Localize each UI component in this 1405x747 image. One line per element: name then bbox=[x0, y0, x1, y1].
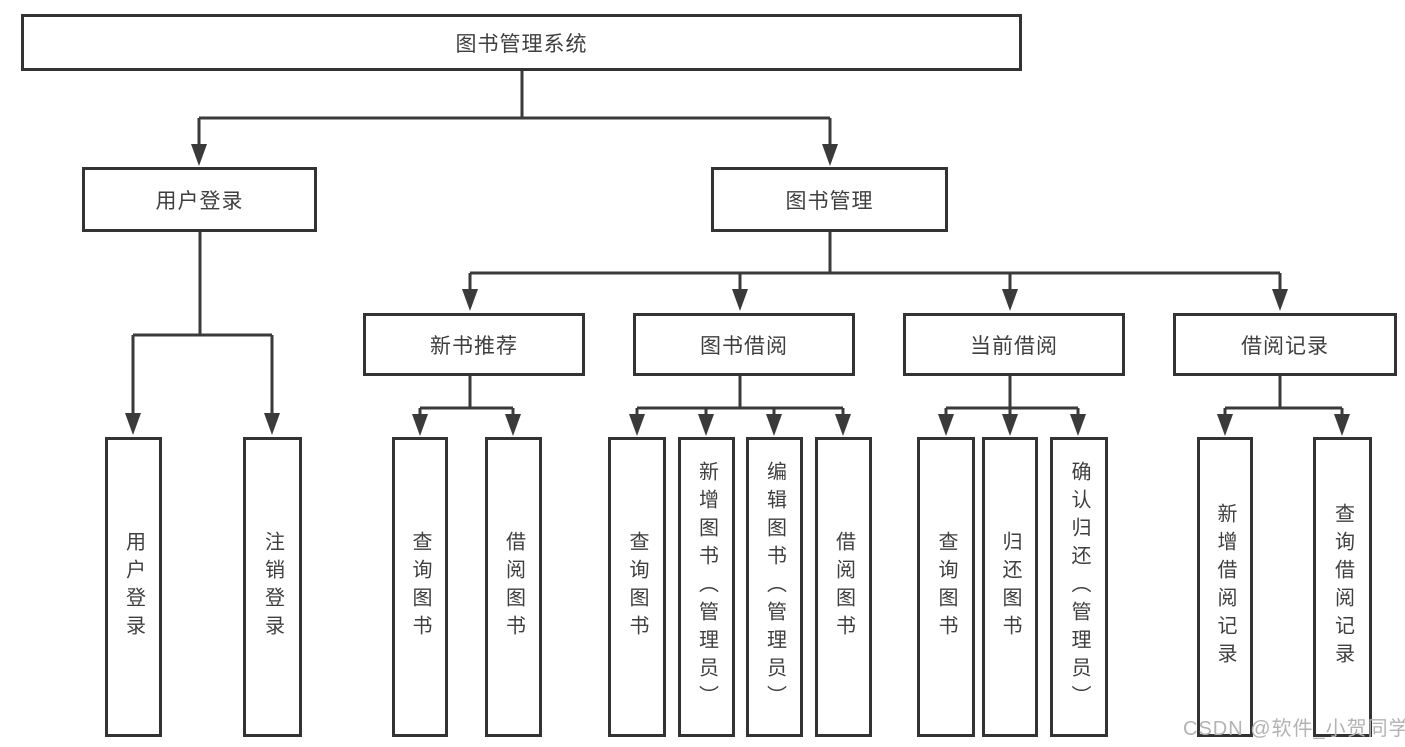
node-library-management-system: 图书管理系统 bbox=[21, 14, 1022, 71]
node-label: 用户登录 bbox=[122, 531, 145, 643]
node-label: 图书管理 bbox=[785, 189, 874, 213]
node-label: 图书管理系统 bbox=[455, 32, 588, 56]
leaf-logout: 注销登录 bbox=[243, 437, 302, 737]
node-label: 查询图书 bbox=[626, 531, 648, 643]
leaf-query-book-3: 查询图书 bbox=[917, 437, 975, 737]
node-label: 新书推荐 bbox=[430, 334, 518, 358]
node-label: 归还图书 bbox=[999, 531, 1021, 643]
node-label: 编辑图书（管理员） bbox=[763, 461, 786, 713]
node-user-login: 用户登录 bbox=[82, 167, 317, 232]
node-label: 新增图书（管理员） bbox=[695, 461, 718, 713]
node-label: 查询图书 bbox=[935, 531, 957, 643]
node-book-borrow: 图书借阅 bbox=[633, 313, 855, 376]
node-book-management: 图书管理 bbox=[711, 167, 948, 232]
node-label: 用户登录 bbox=[155, 189, 244, 213]
node-current-borrow: 当前借阅 bbox=[903, 313, 1125, 376]
leaf-borrow-book-1: 借阅图书 bbox=[485, 437, 542, 737]
node-label: 查询图书 bbox=[409, 531, 431, 643]
leaf-user-login: 用户登录 bbox=[105, 437, 162, 737]
leaf-add-borrow-record: 新增借阅记录 bbox=[1197, 437, 1253, 737]
node-label: 借阅图书 bbox=[502, 531, 525, 643]
node-label: 新增借阅记录 bbox=[1214, 503, 1236, 671]
node-label: 借阅图书 bbox=[832, 531, 855, 643]
node-new-book-recommend: 新书推荐 bbox=[363, 313, 585, 376]
leaf-query-book-2: 查询图书 bbox=[608, 437, 666, 737]
node-label: 借阅记录 bbox=[1241, 334, 1329, 358]
leaf-confirm-return-admin: 确认归还（管理员） bbox=[1050, 437, 1108, 737]
leaf-return-book: 归还图书 bbox=[982, 437, 1038, 737]
node-label: 查询借阅记录 bbox=[1331, 503, 1354, 671]
leaf-add-book-admin: 新增图书（管理员） bbox=[678, 437, 735, 737]
leaf-query-borrow-record: 查询借阅记录 bbox=[1313, 437, 1372, 737]
leaf-edit-book-admin: 编辑图书（管理员） bbox=[746, 437, 803, 737]
node-borrow-record: 借阅记录 bbox=[1173, 313, 1397, 376]
node-label: 当前借阅 bbox=[970, 334, 1058, 358]
node-label: 确认归还（管理员） bbox=[1068, 461, 1090, 713]
node-label: 图书借阅 bbox=[700, 334, 788, 358]
leaf-query-book-1: 查询图书 bbox=[392, 437, 448, 737]
csdn-watermark: CSDN @软件_小贺同学 bbox=[1183, 718, 1405, 740]
node-label: 注销登录 bbox=[261, 531, 284, 643]
leaf-borrow-book-2: 借阅图书 bbox=[815, 437, 872, 737]
